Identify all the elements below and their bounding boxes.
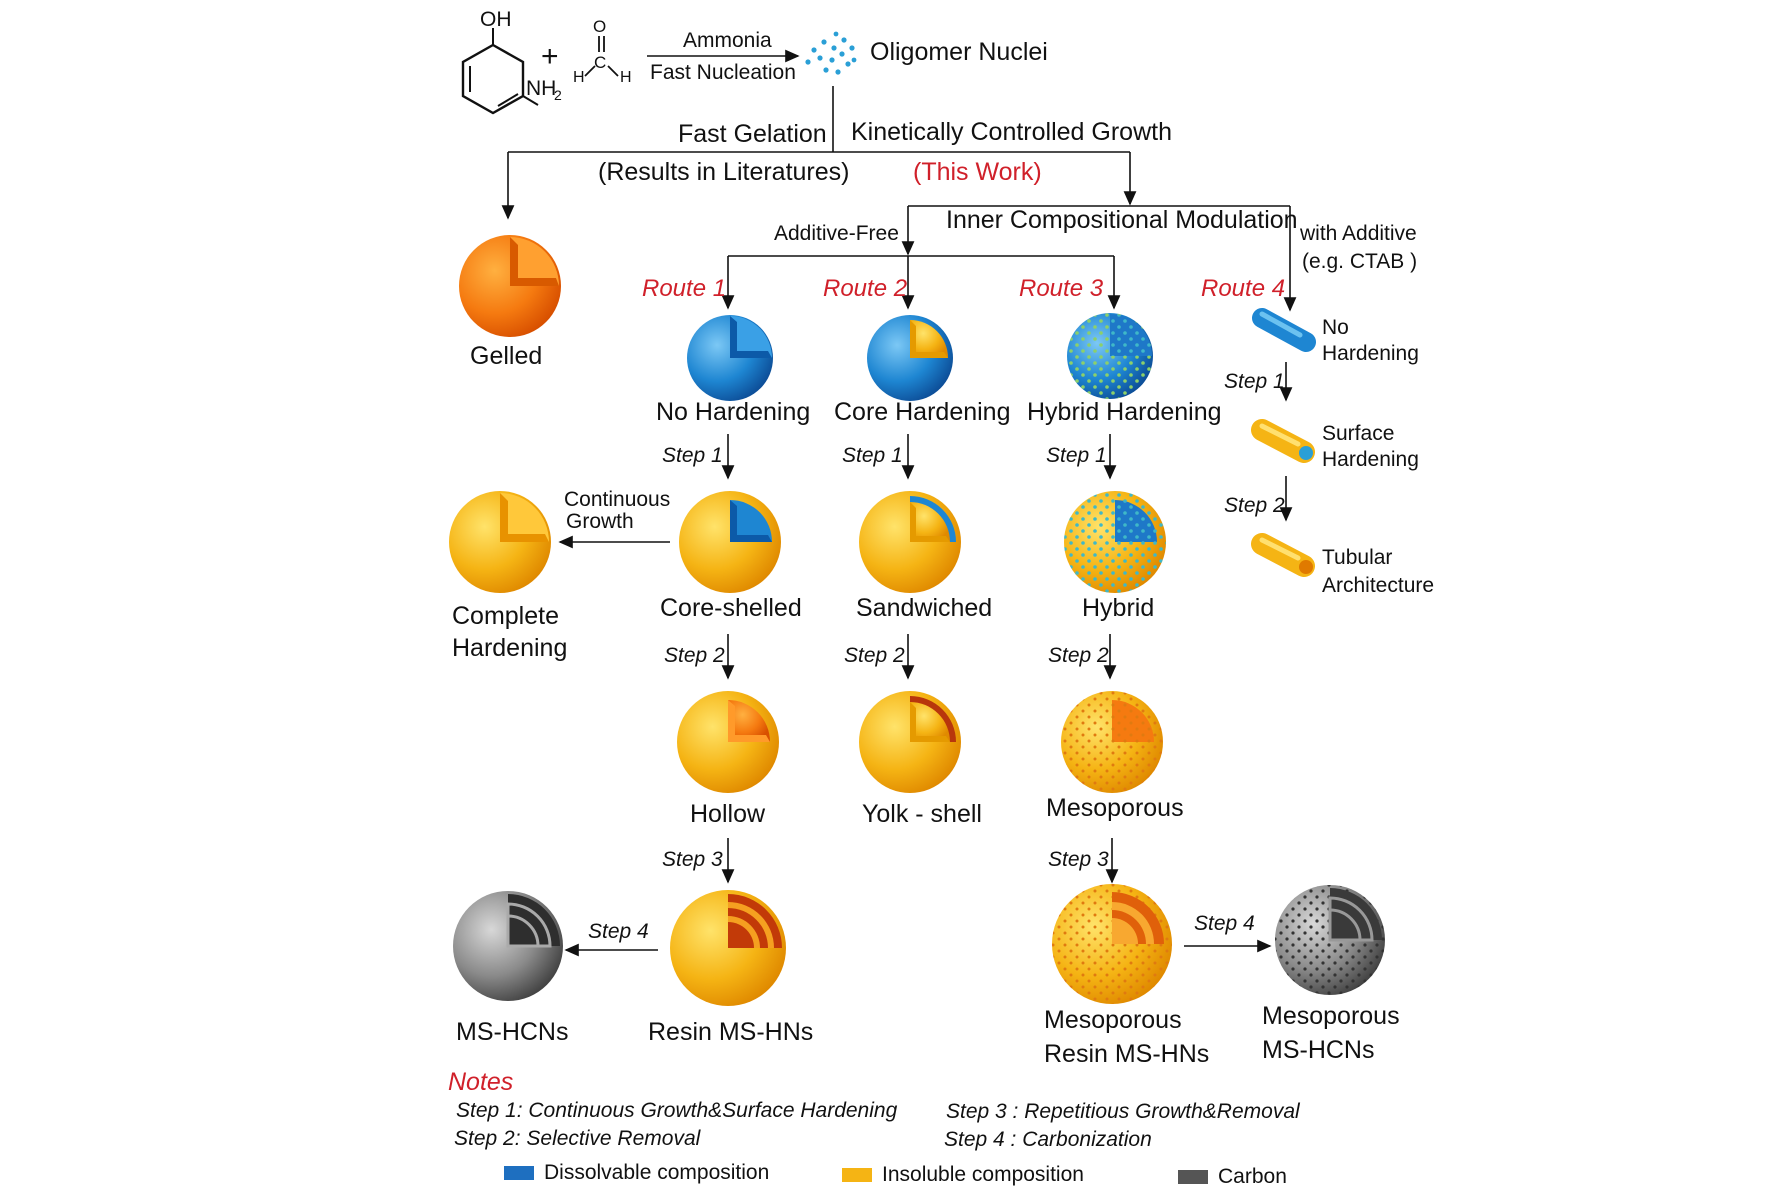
no-hardening-sphere: [687, 315, 773, 401]
meso-hcns-label-2: MS-HCNs: [1262, 1036, 1375, 1064]
meso-hcns-label-1: Mesoporous: [1262, 1002, 1400, 1030]
mesoporous-label: Mesoporous: [1046, 794, 1184, 822]
h-right-label: H: [620, 69, 632, 86]
kinetic-label: Kinetically Controlled Growth: [851, 118, 1172, 146]
legend-carbon-swatch: [1178, 1170, 1208, 1184]
fast-gelation-label: Fast Gelation: [678, 120, 827, 148]
resin-ms-hns-label: Resin MS-HNs: [648, 1018, 813, 1046]
route2-step2-label: Step 2: [844, 644, 905, 667]
hollow-label: Hollow: [690, 800, 766, 828]
ms-hcns-label: MS-HCNs: [456, 1018, 569, 1046]
ammonia-label: Ammonia: [683, 29, 772, 52]
resin-ms-hns-sphere: [670, 890, 786, 1006]
route1-step4-label: Step 4: [588, 920, 649, 943]
sandwiched-sphere: [859, 491, 961, 593]
core-shelled-sphere: [679, 491, 781, 593]
oligomer-nuclei-label: Oligomer Nuclei: [870, 38, 1048, 66]
additive-free-label: Additive-Free: [774, 222, 899, 245]
core-shelled-label: Core-shelled: [660, 594, 802, 622]
note-step1: Step 1: Continuous Growth&Surface Harden…: [456, 1099, 898, 1122]
plus-sign: +: [541, 40, 559, 73]
nh2-subscript: 2: [554, 87, 562, 103]
gelled-sphere: [459, 235, 561, 337]
core-hardening-label: Core Hardening: [834, 398, 1011, 426]
sandwiched-label: Sandwiched: [856, 594, 992, 622]
literature-label: (Results in Literatures): [598, 158, 849, 186]
continuous-label: Continuous: [564, 488, 670, 511]
o-label: O: [593, 17, 606, 36]
route-1-label: Route 1: [642, 275, 726, 302]
legend-insoluble-label: Insoluble composition: [882, 1163, 1084, 1186]
mesoporous-sphere: [1061, 691, 1163, 793]
aniline-molecule: OH NH 2: [461, 8, 562, 115]
note-step2: Step 2: Selective Removal: [454, 1127, 702, 1150]
hybrid-hardening-sphere: [1067, 313, 1153, 399]
legend-carbon-label: Carbon: [1218, 1165, 1287, 1188]
hybrid-label: Hybrid: [1082, 594, 1154, 622]
route-4-label: Route 4: [1201, 275, 1285, 302]
legend-dissolvable-label: Dissolvable composition: [544, 1161, 769, 1184]
oligomer-nuclei-dots: [805, 31, 857, 75]
r4-no-label: No: [1322, 316, 1349, 339]
core-hardening-sphere: [867, 315, 953, 401]
notes-title: Notes: [448, 1068, 513, 1096]
r4-architecture-label: Architecture: [1322, 574, 1434, 597]
c-label: C: [594, 53, 606, 72]
route3-step1-label: Step 1: [1046, 444, 1107, 467]
oh-label: OH: [480, 8, 512, 31]
meso-resin-label-2: Resin MS-HNs: [1044, 1040, 1209, 1068]
route3-step2-label: Step 2: [1048, 644, 1109, 667]
route3-step3-label: Step 3: [1048, 848, 1109, 871]
h-left-label: H: [573, 69, 585, 86]
r4-surface-label: Surface: [1322, 422, 1394, 445]
note-step4: Step 4 : Carbonization: [944, 1128, 1152, 1151]
complete-hardening-sphere: [449, 491, 551, 593]
this-work-label: (This Work): [913, 158, 1042, 186]
r4-surface-hardening-label: Hardening: [1322, 448, 1419, 471]
hollow-sphere: [677, 691, 779, 793]
route4-step1-label: Step 1: [1224, 370, 1285, 393]
growth-label: Growth: [566, 510, 634, 533]
note-step3: Step 3 : Repetitious Growth&Removal: [946, 1100, 1301, 1123]
ctab-label: (e.g. CTAB ): [1302, 250, 1417, 273]
legend-dissolvable-swatch: [504, 1166, 534, 1180]
route1-step3-label: Step 3: [662, 848, 723, 871]
tubular-architecture-tube: [1251, 533, 1315, 577]
gelled-label: Gelled: [470, 342, 542, 370]
inner-modulation-label: Inner Compositional Modulation: [946, 206, 1298, 234]
nh2-label: NH: [526, 77, 556, 100]
with-additive-label: with Additive: [1299, 222, 1417, 245]
r4-tubular-label: Tubular: [1322, 546, 1392, 569]
route1-step2-label: Step 2: [664, 644, 725, 667]
no-hardening-tube: [1252, 308, 1316, 352]
r4-hardening-label: Hardening: [1322, 342, 1419, 365]
yolk-shell-label: Yolk - shell: [862, 800, 982, 828]
hybrid-hardening-label: Hybrid Hardening: [1027, 398, 1222, 426]
no-hardening-label: No Hardening: [656, 398, 810, 426]
fast-nucleation-label: Fast Nucleation: [650, 61, 796, 84]
route-2-label: Route 2: [823, 275, 907, 302]
hybrid-sphere: [1064, 491, 1166, 593]
mesoporous-resin-sphere: [1052, 884, 1172, 1004]
meso-resin-label-1: Mesoporous: [1044, 1006, 1182, 1034]
route3-step4-label: Step 4: [1194, 912, 1255, 935]
route-3-label: Route 3: [1019, 275, 1104, 302]
route2-step1-label: Step 1: [842, 444, 903, 467]
route1-step1-label: Step 1: [662, 444, 723, 467]
surface-hardening-tube: [1251, 419, 1315, 463]
complete-label: Complete: [452, 602, 559, 630]
ms-hcns-sphere: [453, 891, 563, 1001]
formaldehyde-molecule: O C H H: [573, 17, 632, 86]
route4-step2-label: Step 2: [1224, 494, 1285, 517]
yolk-shell-sphere: [859, 691, 961, 793]
complete-hardening-label: Hardening: [452, 634, 567, 662]
legend-insoluble-swatch: [842, 1168, 872, 1182]
mesoporous-ms-hcns-sphere: [1275, 885, 1385, 995]
